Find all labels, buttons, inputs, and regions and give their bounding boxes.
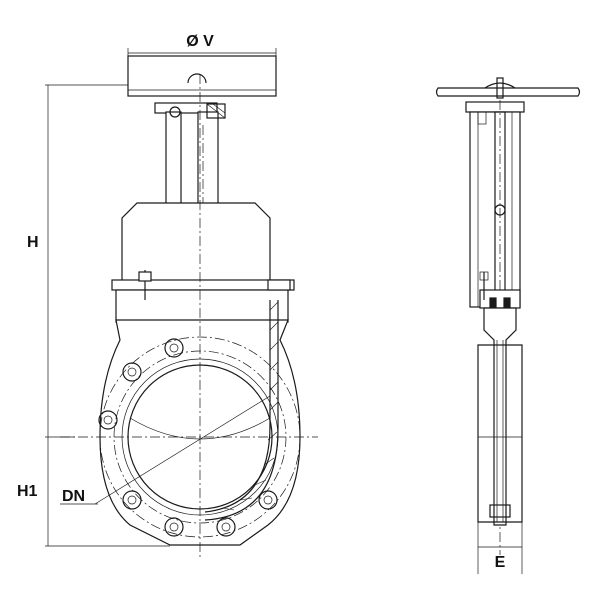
handwheel: [127, 55, 277, 97]
dn-leader: [94, 395, 271, 505]
dimension-label-h: H: [27, 234, 39, 251]
dimensions: Ø V H H1 DN: [17, 33, 277, 547]
bolt-lugs: [98, 338, 278, 537]
dimension-label-h1: H1: [17, 483, 38, 500]
bonnet: [121, 202, 271, 282]
dimension-label-e: E: [495, 554, 506, 571]
side-view: E: [435, 77, 581, 574]
dimension-label-handwheel: Ø V: [186, 33, 214, 50]
front-view: [60, 55, 318, 560]
gland-block: [111, 270, 295, 323]
dimension-label-dn: DN: [62, 488, 85, 505]
